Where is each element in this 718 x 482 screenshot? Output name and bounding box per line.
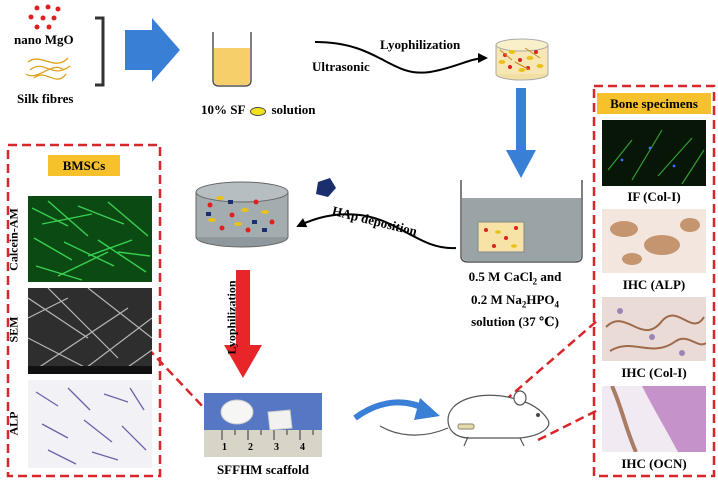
connector-bone-top bbox=[493, 319, 599, 411]
beaker-line-1: 0.5 M CaCl2 and bbox=[468, 269, 562, 287]
mixed-scaffold-dish-icon bbox=[495, 38, 549, 81]
ruler-number-3: 3 bbox=[274, 442, 279, 453]
beaker-line-3: solution (37 ℃) bbox=[471, 314, 559, 330]
bmscs-title: BMSCs bbox=[48, 155, 120, 176]
nano-mgo-label: nano MgO bbox=[14, 32, 74, 47]
down-arrow-red bbox=[224, 270, 262, 378]
ruler-number-2: 2 bbox=[248, 442, 253, 453]
lyophilization-side-label: Lyophilization bbox=[224, 280, 239, 355]
sf-solution-beaker-icon bbox=[212, 32, 252, 87]
hap-deposition-arrow bbox=[296, 213, 457, 250]
sem-image bbox=[28, 288, 152, 374]
sf-solution-prefix: 10% SF bbox=[201, 102, 245, 117]
beaker-solution-label: 0.5 M CaCl2 and 0.2 M Na2HPO4 solution (… bbox=[445, 268, 585, 330]
mouse-icon bbox=[379, 390, 550, 447]
sf-solution-label: 10% SF solution bbox=[201, 103, 316, 117]
silk-fibres-icon bbox=[25, 57, 71, 80]
deposition-beaker-icon bbox=[460, 180, 583, 263]
ruler-number-4: 4 bbox=[300, 442, 305, 453]
hap-crystal-icon bbox=[316, 178, 336, 197]
lyophilization-top-label: Lyophilization bbox=[380, 37, 461, 52]
caption-ihc-alp: IHC (ALP) bbox=[622, 277, 686, 292]
bone-specimens-title: Bone specimens bbox=[597, 93, 711, 114]
connector-bone-bottom bbox=[537, 408, 599, 442]
bmscs-row-calcein: Calcein-AM bbox=[6, 208, 21, 271]
bmscs-row-sem: SEM bbox=[6, 316, 21, 343]
ruler-number-1: 1 bbox=[222, 442, 227, 453]
scaffold-caption: SFFHM scaffold bbox=[216, 462, 310, 477]
scaffold-photo bbox=[204, 393, 322, 457]
silk-ellipse-icon bbox=[250, 106, 267, 116]
bmscs-row-alp: ALP bbox=[6, 411, 21, 436]
caption-ihc-col-i: IHC (Col-I) bbox=[621, 365, 687, 380]
sf-solution-suffix: solution bbox=[271, 102, 316, 117]
down-arrow-blue bbox=[506, 88, 536, 178]
ultrasonic-label: Ultrasonic bbox=[312, 59, 370, 74]
silk-fibres-label: Silk fibres bbox=[17, 91, 74, 106]
process-curve-arrow bbox=[314, 41, 488, 74]
ihc-alp-image bbox=[602, 209, 706, 273]
if-col-i-image bbox=[602, 120, 706, 186]
caption-ihc-ocn: IHC (OCN) bbox=[621, 456, 687, 471]
calcein-am-image bbox=[28, 196, 152, 282]
mgo-particles-icon bbox=[28, 4, 61, 30]
bmscs-frame bbox=[6, 143, 162, 478]
beaker-line-2: 0.2 M Na2HPO4 bbox=[470, 291, 560, 310]
alp-image bbox=[28, 380, 152, 468]
bone-frame bbox=[592, 84, 716, 478]
ihc-ocn-image bbox=[602, 386, 706, 452]
mix-arrow bbox=[125, 18, 180, 82]
ihc-col-i-image bbox=[602, 297, 706, 361]
hap-coated-scaffold-icon bbox=[195, 181, 289, 248]
bracket bbox=[95, 16, 105, 87]
caption-if-col-i: IF (Col-I) bbox=[627, 189, 681, 204]
